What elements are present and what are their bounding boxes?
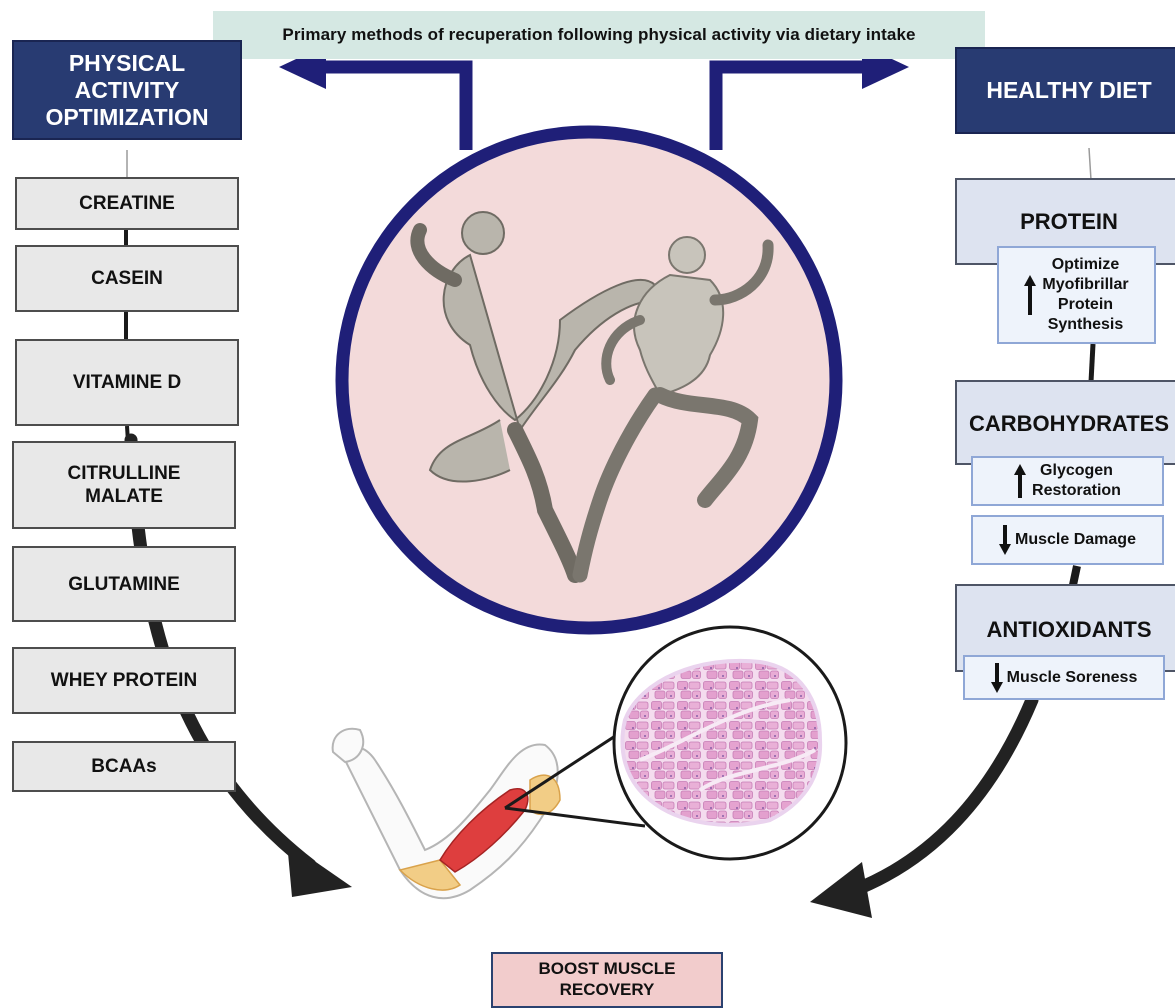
supplement-whey-protein: WHEY PROTEIN [12,647,236,714]
female-athlete-figure [572,236,774,583]
carbohydrates-effect-glycogen: Glycogen Restoration [971,456,1164,506]
up-arrow-icon [1014,464,1027,498]
effect-text: Glycogen [1040,462,1113,479]
result-text: RECOVERY [559,980,655,999]
supplement-casein: CASEIN [15,245,239,312]
antioxidants-effect-soreness: Muscle Soreness [963,655,1165,700]
physical-activity-header: PHYSICAL ACTIVITY OPTIMIZATION [12,40,242,140]
muscle-tissue-zoom [612,625,848,861]
supplement-label: GLUTAMINE [68,573,180,595]
effect-text: Optimize [1051,256,1120,273]
boost-muscle-recovery-box: BOOST MUSCLE RECOVERY [491,952,723,1008]
header-line: PHYSICAL [68,49,186,76]
supplement-bcaas: BCAAs [12,741,236,792]
supplement-label: MALATE [85,486,163,507]
result-text: BOOST MUSCLE [538,959,676,978]
healthy-diet-header: HEALTHY DIET [955,47,1175,134]
diet-carbohydrates-box: CARBOHYDRATES [955,380,1175,465]
down-arrow-icon [990,662,1003,693]
supplement-glutamine: GLUTAMINE [12,546,236,622]
header-line: ACTIVITY [74,76,180,103]
supplement-citrulline-malate: CITRULLINE MALATE [12,441,236,529]
carbohydrates-effect-muscle-damage: Muscle Damage [971,515,1164,565]
navy-arrow-left [279,45,473,150]
down-arrow-icon [999,525,1012,555]
supplement-label: CREATINE [79,193,175,214]
navy-arrow-right [709,45,909,150]
effect-text: Protein [1057,296,1114,313]
supplement-vitamine-d: VITAMINE D [15,339,239,426]
supplement-label: CITRULLINE [67,463,181,484]
header-line: OPTIMIZATION [45,103,209,130]
diagram-title-banner: Primary methods of recuperation followin… [213,11,985,59]
effect-text: Myofibrillar [1042,276,1129,293]
diet-title: PROTEIN [1020,209,1118,234]
supplement-label: CASEIN [91,268,163,289]
right-connector-line [1069,147,1096,586]
supplement-label: VITAMINE D [72,372,182,393]
male-athlete-figure [410,211,662,583]
athletes-circle [335,125,843,635]
diet-title: CARBOHYDRATES [968,411,1170,436]
effect-text: Muscle Damage [1015,531,1136,548]
supplement-label: WHEY PROTEIN [50,670,198,691]
right-curved-arrow [810,693,1039,918]
up-arrow-icon [1024,275,1037,315]
diagram-title: Primary methods of recuperation followin… [282,25,916,44]
arm-illustration [331,727,561,900]
header-label: HEALTHY DIET [986,77,1152,103]
diet-title: ANTIOXIDANTS [986,617,1152,642]
supplement-creatine: CREATINE [15,177,239,230]
supplement-label: BCAAs [91,756,157,777]
effect-text: Synthesis [1047,316,1124,333]
protein-effect-box: Optimize Myofibrillar Protein Synthesis [997,246,1156,344]
effect-text: Muscle Soreness [1006,668,1138,686]
effect-text: Restoration [1032,482,1121,499]
